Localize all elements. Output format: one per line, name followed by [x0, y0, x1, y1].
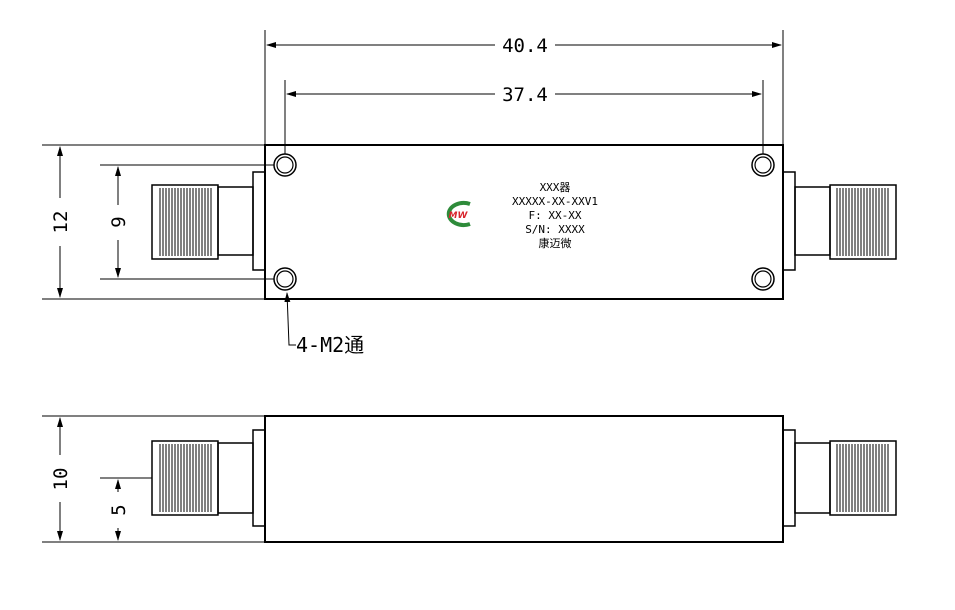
product-logo: MW [446, 201, 471, 227]
logo-text: MW [449, 211, 469, 221]
top-view [42, 30, 897, 346]
mounting-hole [273, 153, 297, 177]
label-line-3: F: XX-XX [529, 209, 582, 222]
left-sma-connector-side [151, 429, 266, 527]
dim-thickness: 10 [50, 468, 72, 491]
label-line-4: S/N: XXXX [525, 223, 585, 236]
mounting-hole [751, 153, 775, 177]
filter-body-top [264, 144, 784, 300]
hole-callout: 4-M2通 [296, 333, 364, 357]
side-view [42, 415, 897, 543]
logo-arc [446, 201, 471, 227]
left-sma-connector [151, 171, 266, 271]
label-line-2: XXXXX-XX-XXV1 [512, 195, 598, 208]
right-sma-connector-side [782, 429, 897, 527]
label-line-1: XXX器 [540, 181, 571, 194]
mounting-hole [273, 267, 297, 291]
label-line-5: 康迈微 [539, 236, 572, 250]
right-sma-connector [782, 171, 897, 271]
dim-height: 12 [50, 211, 72, 234]
dim-hole-vertical-spacing: 9 [108, 216, 130, 227]
dim-connector-offset: 5 [108, 504, 130, 515]
mounting-hole [751, 267, 775, 291]
dim-hole-spacing: 37.4 [502, 84, 548, 106]
dim-total-length: 40.4 [502, 35, 548, 57]
filter-body-side [264, 415, 784, 543]
